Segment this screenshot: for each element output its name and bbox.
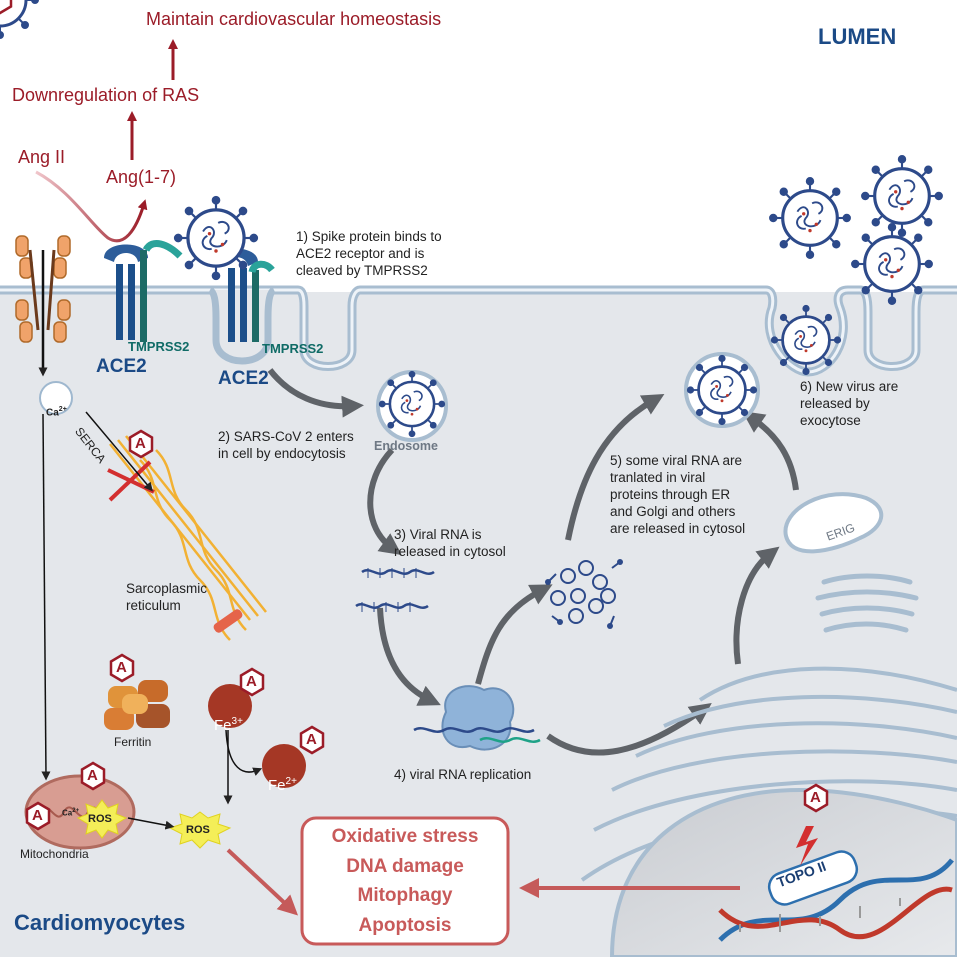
label-calcium: Ca2+ — [46, 406, 67, 419]
label-mitochondria: Mitochondria — [20, 847, 89, 861]
golgi-apparatus — [815, 573, 919, 633]
badge-letter-mito-dna: A — [32, 807, 43, 824]
arrow-golgi-to-virion — [742, 411, 799, 491]
label-ace2-1: ACE2 — [96, 356, 147, 377]
label-ang2: Ang II — [18, 147, 66, 167]
label-ros: ROS — [186, 824, 210, 836]
label-endosome: Endosome — [374, 439, 438, 453]
label-tmprss2-2: TMPRSS2 — [262, 341, 324, 356]
virus-released-3 — [850, 222, 934, 306]
virus-released-1 — [768, 176, 852, 260]
label-step5: 5) some viral RNA are tranlated in viral… — [610, 453, 746, 536]
label-homeostasis: Maintain cardiovascular homeostasis — [146, 9, 442, 29]
label-ros-mito: ROS — [88, 813, 112, 825]
arrow-rna-to-virion — [565, 393, 665, 541]
arrow-er-to-golgi — [733, 546, 780, 665]
label-fe3: Fe3+ — [214, 716, 243, 734]
calcium-channel — [15, 235, 71, 343]
ros-burst-mito — [76, 799, 128, 839]
label-tmprss2-1: TMPRSS2 — [128, 339, 190, 354]
ace2-receptor-1 — [104, 239, 183, 342]
ros-burst — [168, 811, 232, 849]
label-step1: 1) Spike protein binds to ACE2 receptor … — [296, 229, 442, 278]
effect-apoptosis: Apoptosis — [358, 914, 452, 936]
arrow-entry — [267, 368, 364, 418]
label-step3: 3) Viral RNA is released in cytosol — [394, 527, 506, 559]
badge-letter-fe2: A — [306, 731, 317, 748]
arrow-mito-to-ros — [127, 817, 175, 830]
sarcoplasmic-reticulum-shape — [109, 435, 267, 641]
label-sarcoplasmic-reticulum: Sarcoplasmic reticulum — [126, 581, 208, 613]
fe3-ion — [208, 684, 252, 728]
arrow-to-replication — [377, 607, 441, 706]
endosome-vesicle — [376, 370, 448, 442]
effect-dna-damage: DNA damage — [346, 855, 464, 877]
viral-protein-cluster — [547, 560, 621, 627]
effects-box — [300, 816, 510, 946]
badge-letter-topo: A — [810, 789, 821, 806]
arrow-calcium-to-mito — [41, 413, 51, 781]
effect-oxidative-stress: Oxidative stress — [331, 826, 479, 847]
badge-letter-ferritin: A — [116, 659, 127, 676]
label-ferritin: Ferritin — [114, 735, 152, 749]
arrow-replication-to-rna — [475, 584, 553, 685]
label-cardiomyocytes: Cardiomyocytes — [14, 910, 186, 935]
fe2-ion — [262, 744, 306, 788]
label-ace2-2: ACE2 — [218, 368, 269, 389]
arrow-ros-to-effects — [226, 848, 299, 916]
dna-helix — [718, 858, 954, 942]
label-ras: Downregulation of RAS — [12, 85, 200, 105]
virus-binding — [173, 195, 259, 281]
effects-list: Oxidative stress DNA damage Mitophagy Ap… — [302, 822, 508, 940]
effect-mitophagy: Mitophagy — [357, 885, 453, 906]
calcium-ion — [39, 381, 73, 415]
virus-new-vesicle — [684, 352, 760, 428]
arrow-ang2-conversion — [35, 170, 148, 243]
label-step2: 2) SARS-CoV 2 enters in cell by endocyto… — [218, 429, 354, 461]
badge-letter-mito: A — [87, 767, 98, 784]
label-lumen: LUMEN — [818, 24, 897, 49]
ferritin-protein — [104, 680, 170, 730]
badge-letter-serca: A — [135, 435, 146, 452]
label-step6: 6) New virus are released by exocytose — [800, 379, 899, 428]
ribosome — [441, 685, 515, 751]
virus-released-2 — [860, 154, 944, 238]
arrow-rna-release — [367, 447, 402, 555]
arrow-to-er — [546, 703, 712, 756]
ergic-vesicle — [783, 492, 884, 554]
label-fe2: Fe2+ — [268, 776, 297, 794]
label-calcium-mito: Ca2+ — [62, 808, 80, 818]
badge-letter-fe3: A — [246, 673, 257, 690]
label-ang17: Ang(1-7) — [106, 167, 177, 187]
topo2-enzyme — [767, 850, 859, 906]
lightning-icon — [796, 826, 818, 866]
label-step4: 4) viral RNA replication — [394, 767, 532, 782]
arrow-fe3-to-fe2 — [225, 729, 263, 776]
viral-rna-strands — [355, 569, 435, 609]
virus-exocytosis — [770, 304, 842, 376]
